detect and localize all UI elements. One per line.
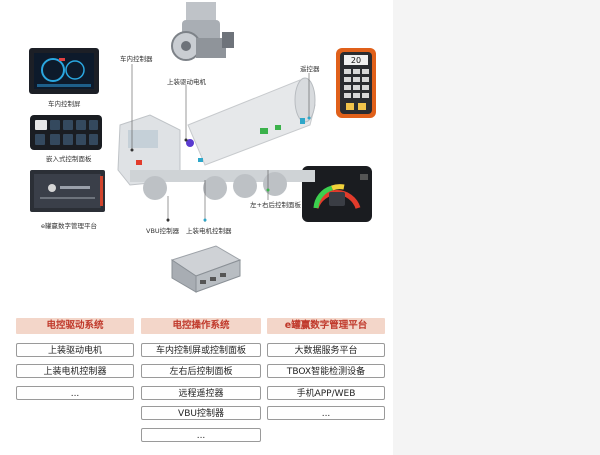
list-item: ... bbox=[141, 428, 261, 442]
list-item: 手机APP/WEB bbox=[267, 386, 385, 400]
vbu-controller-device bbox=[170, 245, 242, 293]
upper-motor-device bbox=[171, 2, 234, 61]
label-in-cab-controller: 车内控制器 bbox=[120, 55, 153, 63]
column-header-operation-system: 电控操作系统 bbox=[141, 318, 261, 334]
list-item: ... bbox=[16, 386, 134, 400]
list-item: 上装电机控制器 bbox=[16, 364, 134, 378]
embedded-panel-device bbox=[30, 115, 102, 150]
diagram-canvas: 车内控制屏 嵌入式控制面板 e罐赢数字管理平台 上装驱动电机 bbox=[0, 0, 393, 455]
digital-platform-screen bbox=[30, 170, 105, 212]
remote-control-device: 20 bbox=[336, 48, 376, 118]
leader-lines bbox=[130, 64, 311, 222]
list-item: VBU控制器 bbox=[141, 406, 261, 420]
label-lr-rear-panel: 左+右后控制面板 bbox=[250, 201, 301, 209]
list-item: 左右后控制面板 bbox=[141, 364, 261, 378]
label-in-cab-screen: 车内控制屏 bbox=[48, 100, 81, 108]
blank-margin bbox=[393, 0, 600, 455]
label-remote: 遥控器 bbox=[300, 65, 320, 73]
list-item: 上装驱动电机 bbox=[16, 343, 134, 357]
in-cab-screen-device bbox=[29, 48, 99, 94]
mixer-truck-illustration bbox=[117, 77, 316, 200]
list-item: TBOX智能检测设备 bbox=[267, 364, 385, 378]
label-digital-platform: e罐赢数字管理平台 bbox=[41, 222, 97, 230]
column-header-drive-system: 电控驱动系统 bbox=[16, 318, 134, 334]
column-header-digital-platform: e罐赢数字管理平台 bbox=[267, 318, 385, 334]
label-embedded-panel: 嵌入式控制面板 bbox=[46, 155, 92, 163]
rear-control-panel-device bbox=[302, 166, 372, 222]
list-item: 车内控制屏或控制面板 bbox=[141, 343, 261, 357]
list-item: 远程遥控器 bbox=[141, 386, 261, 400]
list-item: ... bbox=[267, 406, 385, 420]
label-upper-motor-controller: 上装电机控制器 bbox=[186, 227, 232, 235]
list-item: 大数据服务平台 bbox=[267, 343, 385, 357]
label-vbu-controller: VBU控制器 bbox=[146, 227, 180, 235]
remote-display-text: 20 bbox=[351, 56, 361, 65]
label-upper-motor: 上装驱动电机 bbox=[167, 78, 206, 86]
